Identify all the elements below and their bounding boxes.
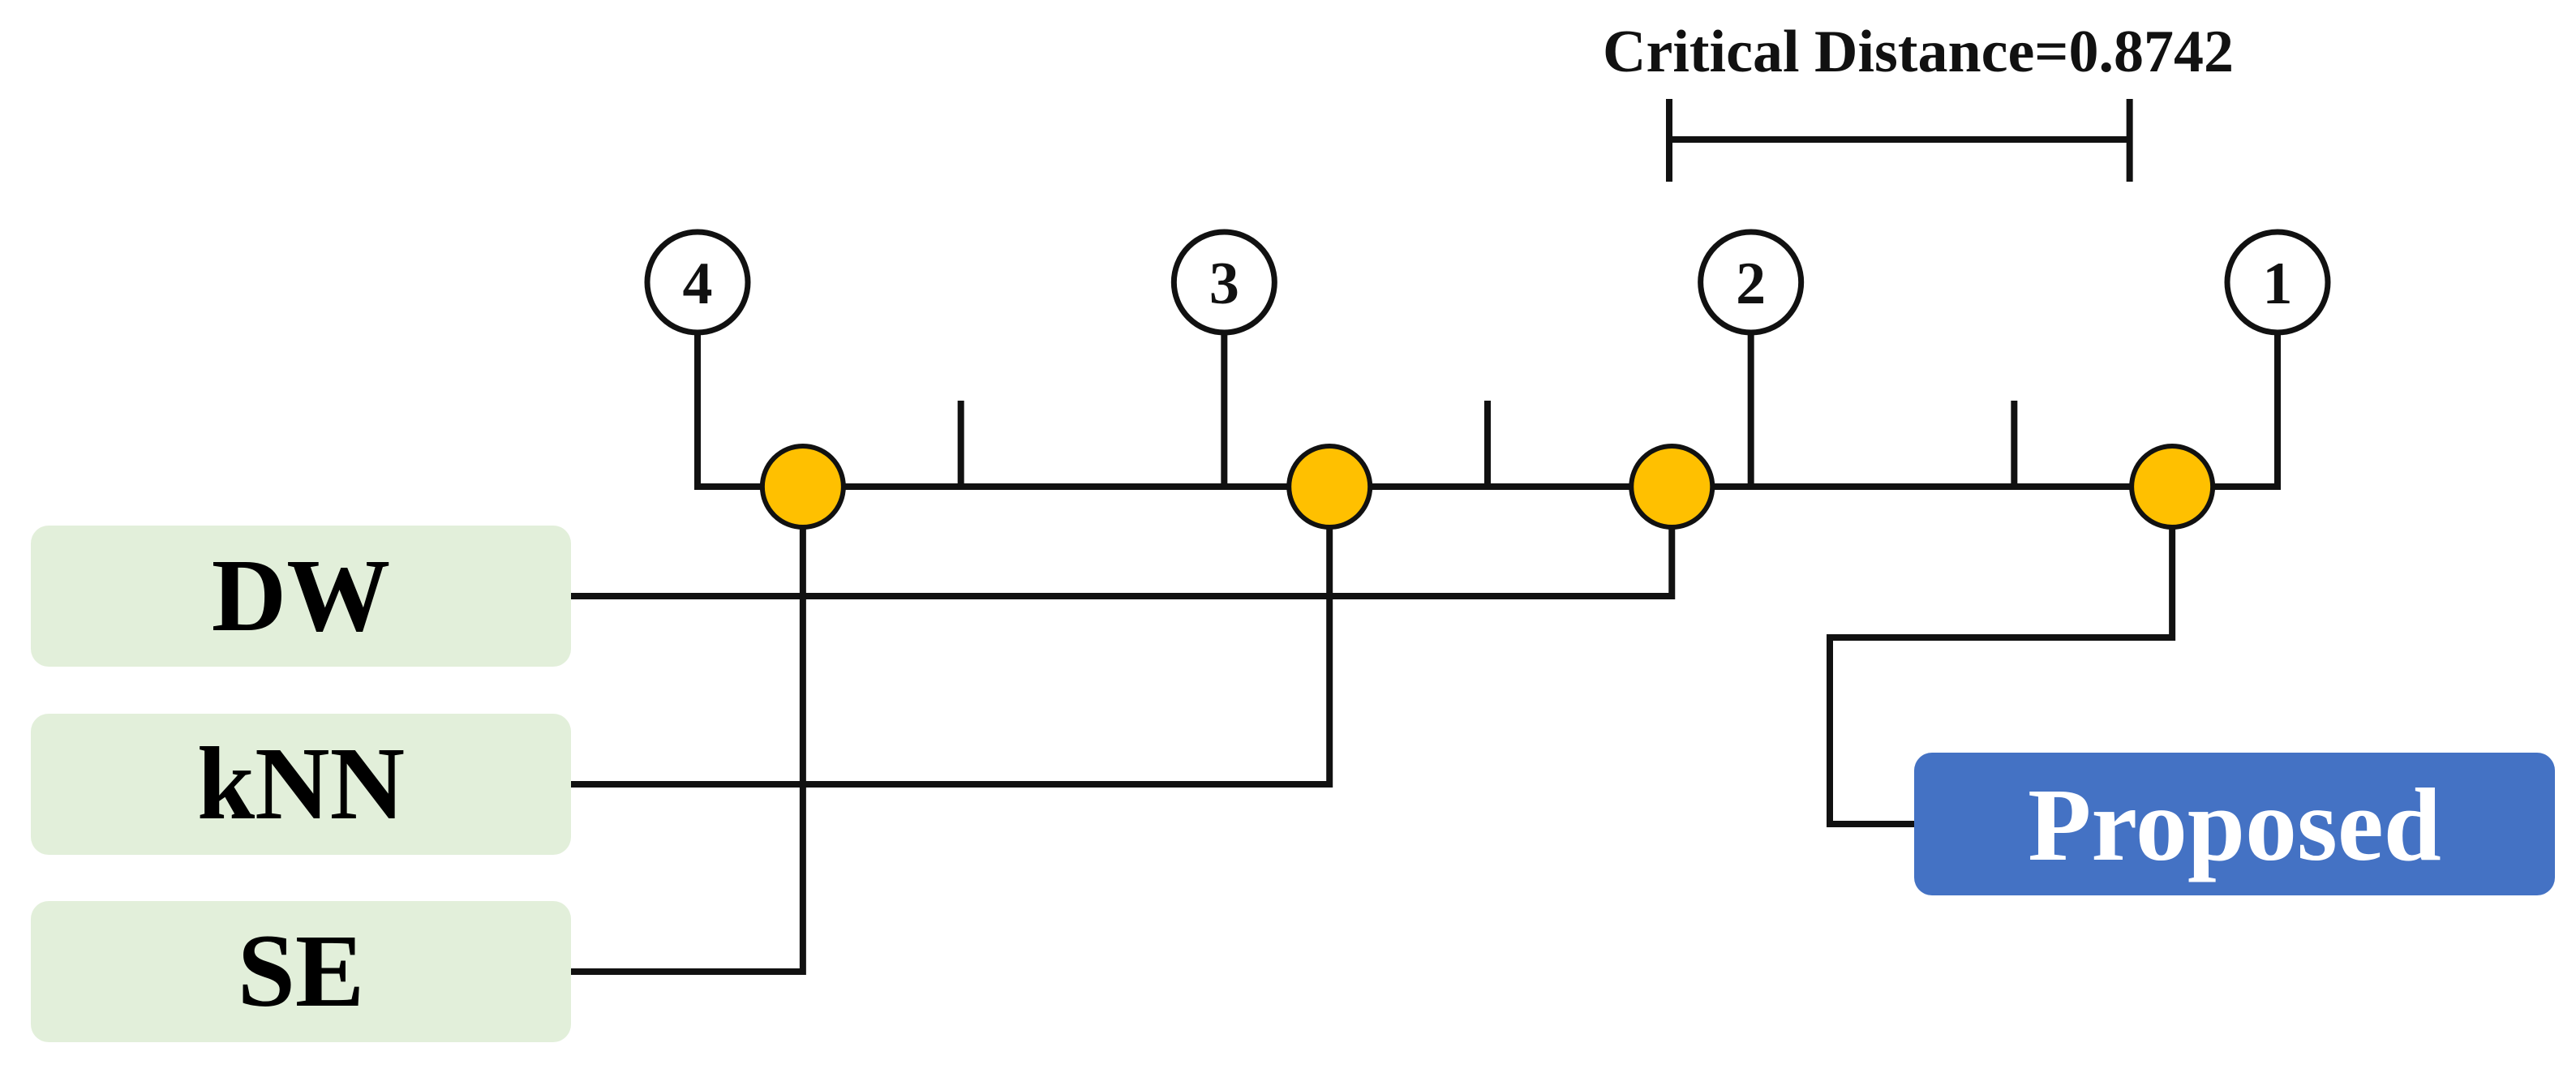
method-connectors xyxy=(571,487,2176,975)
axis-tick-label: 3 xyxy=(1209,251,1239,317)
critical-distance-bar xyxy=(1666,99,2133,182)
rank-marker-proposed xyxy=(2129,444,2216,530)
label-box-se xyxy=(31,901,571,1042)
connector-dw xyxy=(571,487,1676,599)
connector-se xyxy=(571,487,806,975)
rank-marker-dw xyxy=(1629,444,1715,530)
connector-knn xyxy=(571,487,1333,788)
label-dw: DW xyxy=(212,538,390,653)
method-labels: DW kNN SE Proposed xyxy=(31,526,2555,1042)
label-se: SE xyxy=(238,913,365,1028)
label-knn: kNN xyxy=(197,726,405,841)
axis-tick-label: 1 xyxy=(2263,251,2293,317)
connector-proposed xyxy=(1827,487,2176,827)
rank-marker-se xyxy=(759,444,846,530)
label-box-knn xyxy=(31,714,571,855)
axis-tick-label: 2 xyxy=(1736,251,1766,317)
axis-tick-circle xyxy=(644,229,751,336)
axis-tick-label: 4 xyxy=(683,251,713,317)
axis-tick-circle xyxy=(1170,229,1277,336)
rank-marker-knn xyxy=(1286,444,1373,530)
label-box-dw xyxy=(31,526,571,667)
axis-tick-circle xyxy=(1698,229,1805,336)
label-box-proposed xyxy=(1914,753,2555,895)
axis-tick-circle xyxy=(2224,229,2331,336)
rank-markers xyxy=(759,444,2216,530)
label-proposed: Proposed xyxy=(2028,767,2441,882)
rank-axis: 4 3 2 1 xyxy=(644,229,2331,490)
critical-distance-label: Critical Distance=0.8742 xyxy=(1603,19,2234,85)
